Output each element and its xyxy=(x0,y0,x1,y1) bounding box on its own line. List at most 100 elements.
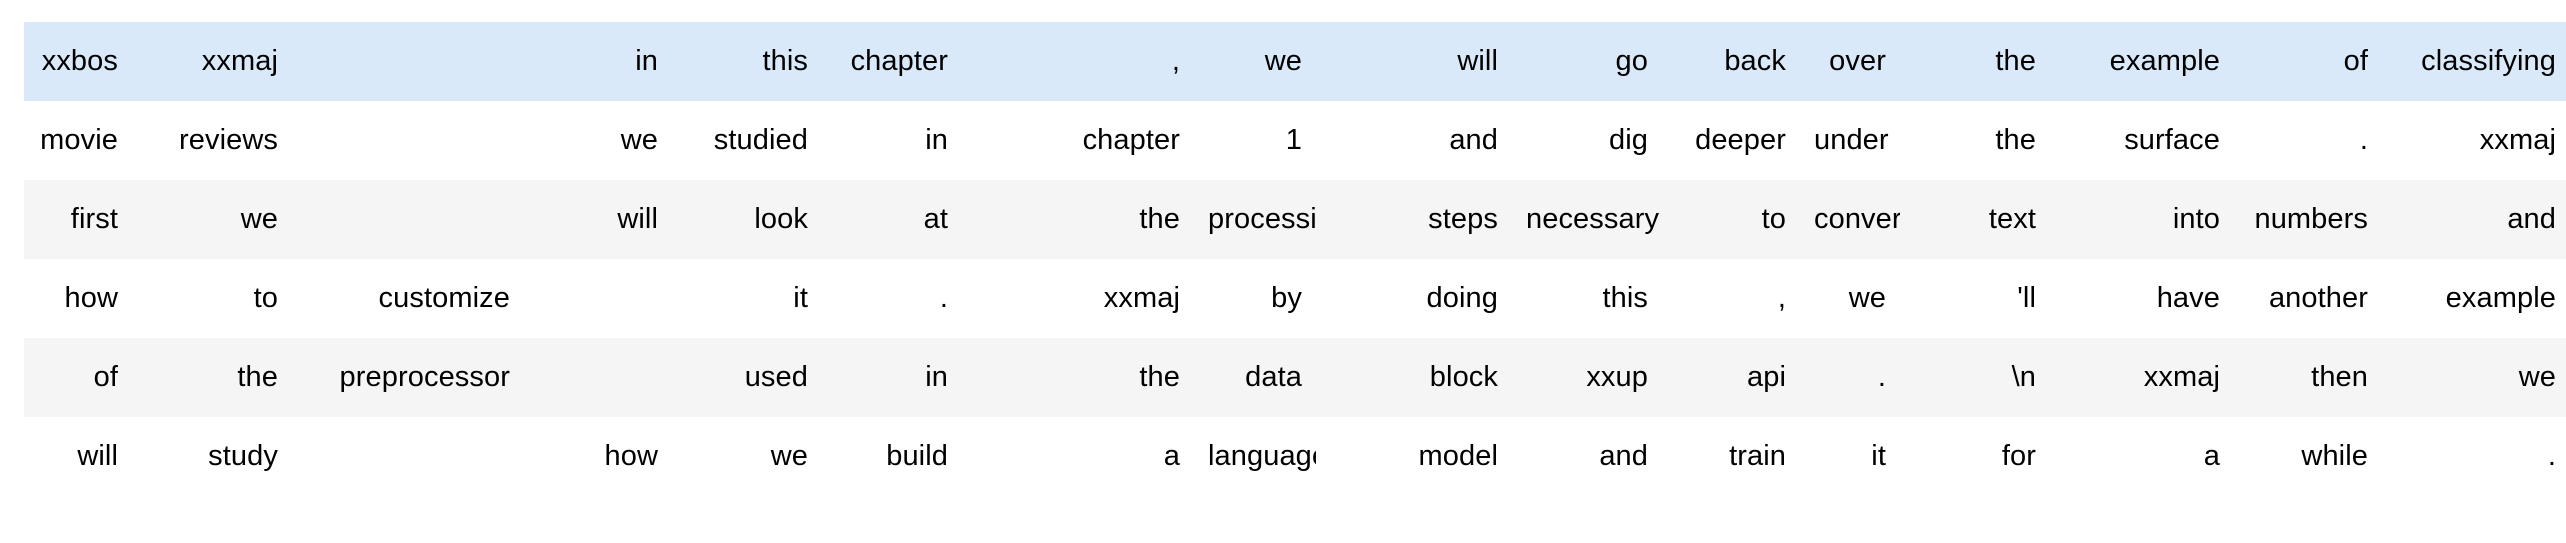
token-cell xyxy=(524,338,672,417)
token-cell: we xyxy=(1194,22,1316,101)
table-row: xxbos xxmaj in this chapter , we will go… xyxy=(24,22,2566,101)
token-cell: reviews xyxy=(132,101,292,180)
token-cell: the xyxy=(132,338,292,417)
token-cell: how xyxy=(24,259,132,338)
token-cell: . xyxy=(2382,417,2566,496)
token-cell xyxy=(292,101,524,180)
token-cell: language xyxy=(1194,417,1316,496)
token-cell: in xyxy=(524,22,672,101)
token-cell: model xyxy=(1316,417,1512,496)
token-cell xyxy=(524,259,672,338)
table-row: of the preprocessor used in the data blo… xyxy=(24,338,2566,417)
token-cell: xxmaj xyxy=(2050,338,2234,417)
token-cell: in xyxy=(822,338,962,417)
token-cell: the xyxy=(962,338,1194,417)
token-cell: another xyxy=(2234,259,2382,338)
token-cell: necessary xyxy=(1512,180,1662,259)
token-cell: look xyxy=(672,180,822,259)
token-cell: the xyxy=(1900,101,2050,180)
token-cell: used xyxy=(672,338,822,417)
token-cell: of xyxy=(2234,22,2382,101)
token-cell: in xyxy=(822,101,962,180)
token-cell: for xyxy=(1900,417,2050,496)
token-cell: while xyxy=(2234,417,2382,496)
token-cell: train xyxy=(1662,417,1800,496)
token-cell: a xyxy=(962,417,1194,496)
token-cell: it xyxy=(1800,417,1900,496)
token-cell: study xyxy=(132,417,292,496)
token-cell: a xyxy=(2050,417,2234,496)
token-cell: into xyxy=(2050,180,2234,259)
token-cell: we xyxy=(1800,259,1900,338)
token-cell: xxmaj xyxy=(132,22,292,101)
token-cell: and xyxy=(1512,417,1662,496)
token-cell: example xyxy=(2050,22,2234,101)
token-cell: we xyxy=(524,101,672,180)
token-cell: the xyxy=(962,180,1194,259)
token-cell: to xyxy=(1662,180,1800,259)
table-row: first we will look at the processing ste… xyxy=(24,180,2566,259)
token-cell: . xyxy=(822,259,962,338)
token-cell: numbers xyxy=(2234,180,2382,259)
token-cell: and xyxy=(1316,101,1512,180)
table-body: xxbos xxmaj in this chapter , we will go… xyxy=(24,22,2566,496)
token-cell: to xyxy=(132,259,292,338)
token-cell: preprocessor xyxy=(292,338,524,417)
tokenized-text-table: xxbos xxmaj in this chapter , we will go… xyxy=(24,22,2566,496)
token-cell: under xyxy=(1800,101,1900,180)
token-cell: movie xyxy=(24,101,132,180)
token-cell: data xyxy=(1194,338,1316,417)
token-cell: have xyxy=(2050,259,2234,338)
token-cell: at xyxy=(822,180,962,259)
token-cell: over xyxy=(1800,22,1900,101)
token-cell: this xyxy=(1512,259,1662,338)
token-cell: chapter xyxy=(822,22,962,101)
table-row: will study how we build a language model… xyxy=(24,417,2566,496)
token-cell: how xyxy=(524,417,672,496)
token-cell: first xyxy=(24,180,132,259)
token-cell: xxbos xyxy=(24,22,132,101)
token-cell: will xyxy=(1316,22,1512,101)
token-cell xyxy=(292,417,524,496)
token-cell: it xyxy=(672,259,822,338)
token-cell: xxmaj xyxy=(2382,101,2566,180)
token-cell: build xyxy=(822,417,962,496)
table-row: movie reviews we studied in chapter 1 an… xyxy=(24,101,2566,180)
token-cell: . xyxy=(1800,338,1900,417)
token-cell: we xyxy=(132,180,292,259)
token-cell: text xyxy=(1900,180,2050,259)
token-cell: back xyxy=(1662,22,1800,101)
token-cell: chapter xyxy=(962,101,1194,180)
token-cell: xxmaj xyxy=(962,259,1194,338)
token-cell: this xyxy=(672,22,822,101)
token-cell: deeper xyxy=(1662,101,1800,180)
token-cell: of xyxy=(24,338,132,417)
token-cell: go xyxy=(1512,22,1662,101)
token-cell: surface xyxy=(2050,101,2234,180)
token-cell: , xyxy=(1662,259,1800,338)
token-cell: 1 xyxy=(1194,101,1316,180)
token-cell: studied xyxy=(672,101,822,180)
token-cell xyxy=(292,180,524,259)
token-cell: and xyxy=(2382,180,2566,259)
token-cell: processing xyxy=(1194,180,1316,259)
table-row: how to customize it . xxmaj by doing thi… xyxy=(24,259,2566,338)
token-cell: api xyxy=(1662,338,1800,417)
token-cell: then xyxy=(2234,338,2382,417)
token-cell: dig xyxy=(1512,101,1662,180)
token-cell: steps xyxy=(1316,180,1512,259)
token-cell: we xyxy=(672,417,822,496)
token-cell: will xyxy=(524,180,672,259)
token-cell: by xyxy=(1194,259,1316,338)
token-cell: classifying xyxy=(2382,22,2566,101)
token-cell: the xyxy=(1900,22,2050,101)
token-cell: customize xyxy=(292,259,524,338)
token-cell: . xyxy=(2234,101,2382,180)
token-cell: xxup xyxy=(1512,338,1662,417)
token-cell: , xyxy=(962,22,1194,101)
token-cell: \n xyxy=(1900,338,2050,417)
token-cell: doing xyxy=(1316,259,1512,338)
token-cell: 'll xyxy=(1900,259,2050,338)
